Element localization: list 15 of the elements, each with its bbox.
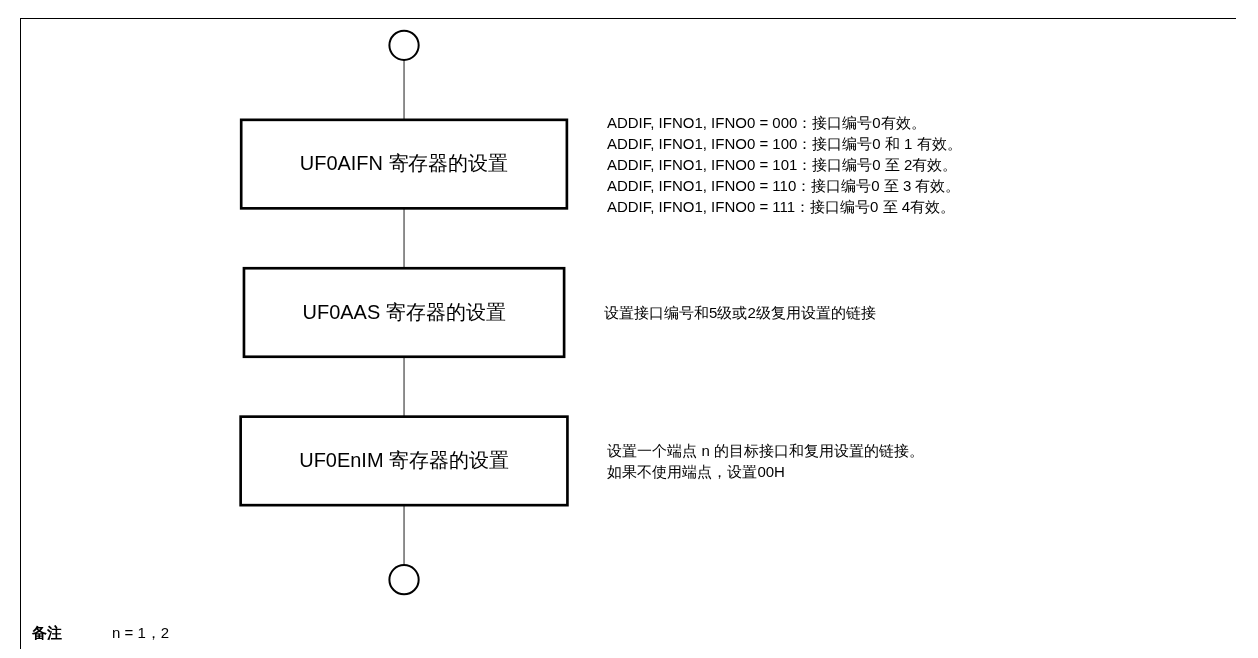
note-text: ADDIF, IFNO1, IFNO0 = 000：接口编号0有效。 — [606, 112, 927, 133]
note-text: 设置接口编号和5级或2级复用设置的链接 — [604, 303, 876, 323]
note-heading: 备注 — [32, 624, 62, 641]
note-text: 如果不使用端点，设置00H — [607, 461, 786, 482]
note-text: ADDIF, IFNO1, IFNO0 = 100：接口编号0 和 1 有效。 — [606, 133, 962, 154]
note-text: ADDIF, IFNO1, IFNO0 = 101：接口编号0 至 2有效。 — [606, 154, 959, 175]
note-text: 设置一个端点 n 的目标接口和复用设置的链接。 — [607, 440, 925, 461]
note-text: n = 1，2 — [112, 624, 170, 641]
note-text: ADDIF, IFNO1, IFNO0 = 110：接口编号0 至 3 有效。 — [606, 175, 962, 196]
terminal-circle — [388, 29, 420, 61]
process-box: UF0AIFN 寄存器的设置 — [239, 118, 569, 210]
terminal-circle — [388, 564, 420, 596]
process-box: UF0AAS 寄存器的设置 — [242, 266, 566, 359]
note-text: ADDIF, IFNO1, IFNO0 = 111：接口编号0 至 4有效。 — [606, 196, 957, 217]
process-box: UF0EnIM 寄存器的设置 — [239, 415, 569, 507]
